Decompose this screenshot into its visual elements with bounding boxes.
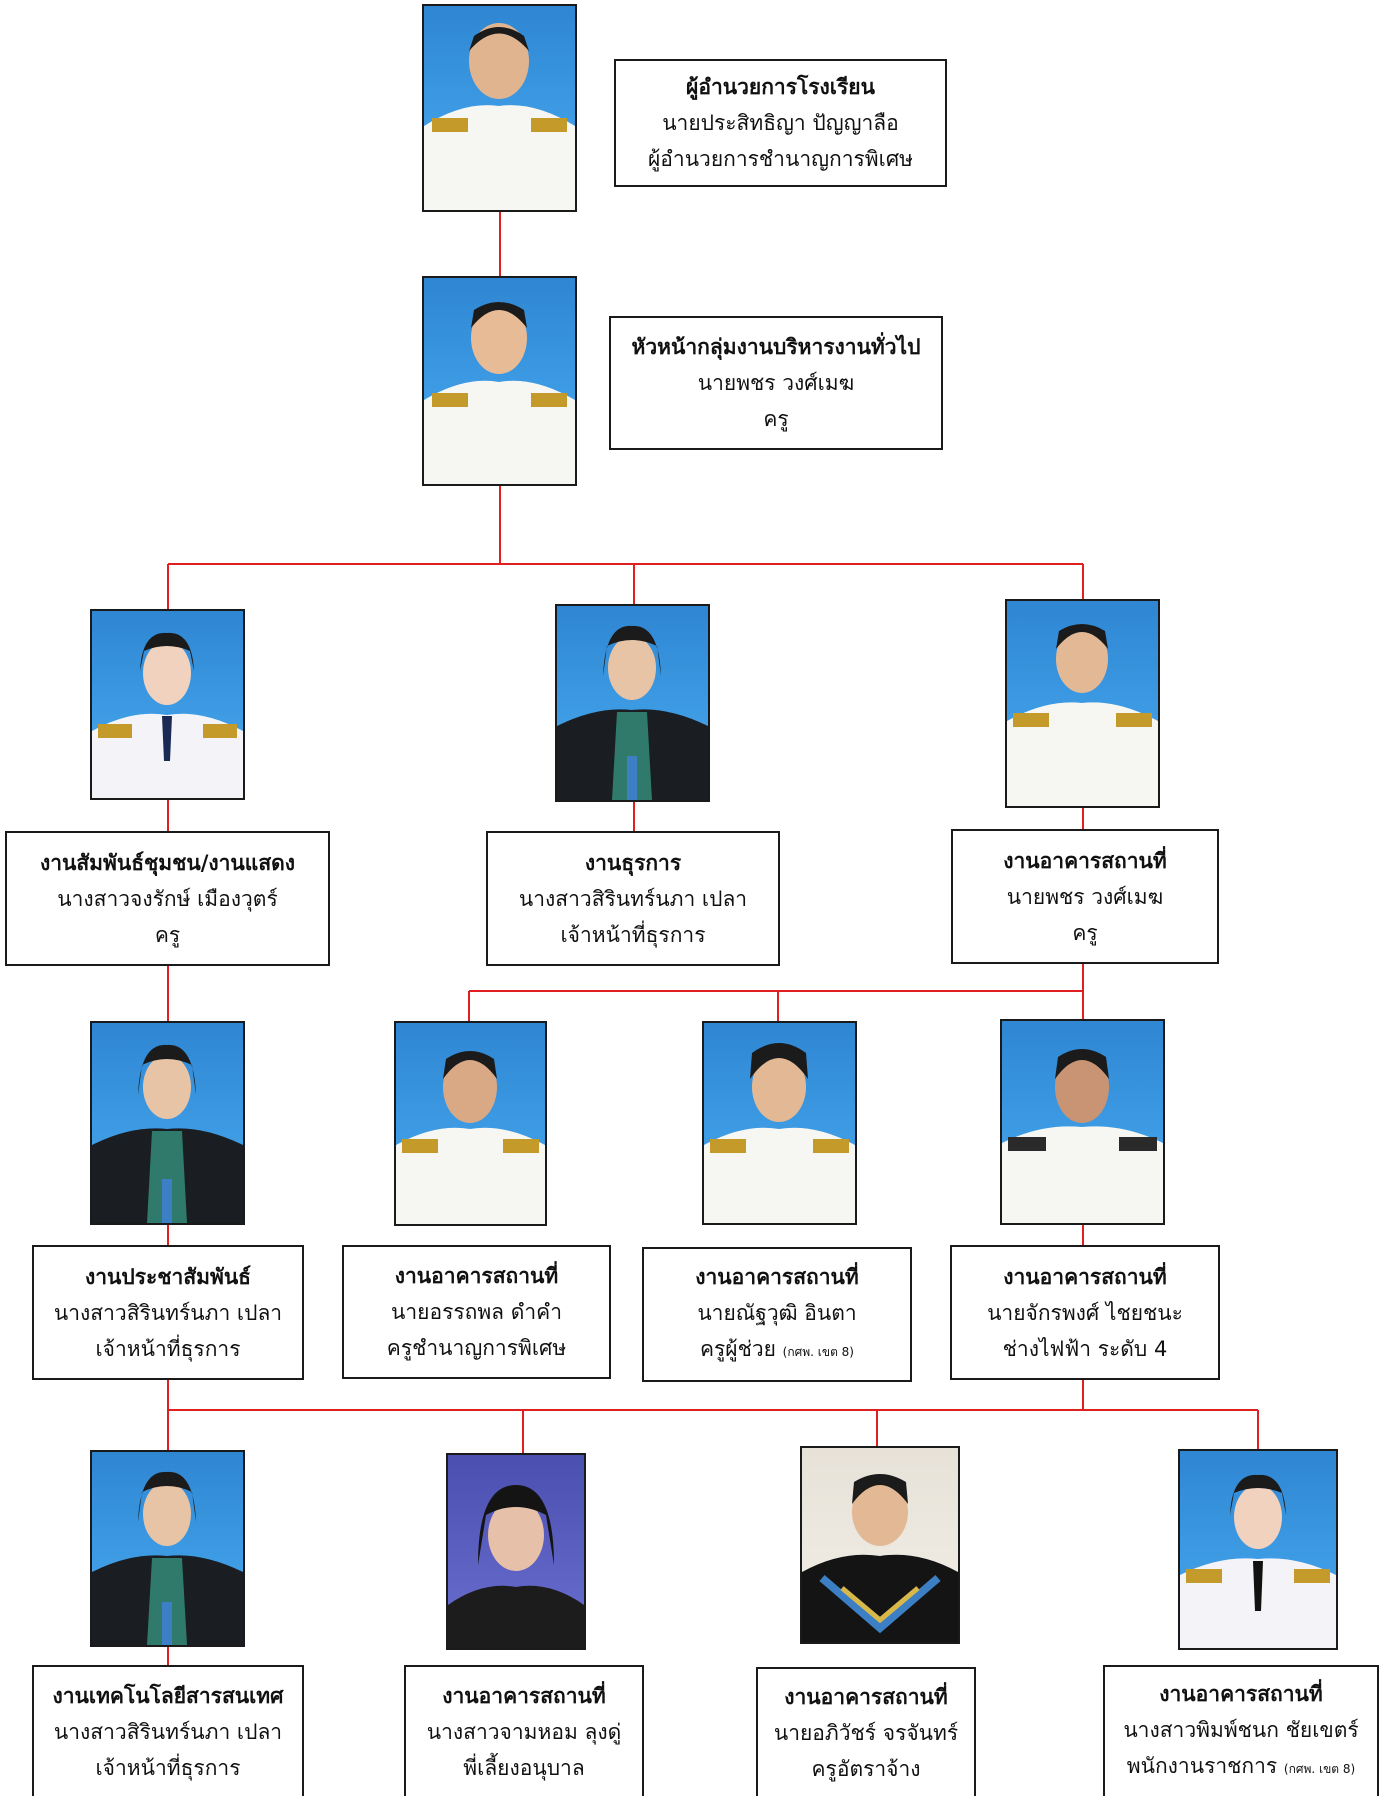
node-position: ครู	[154, 922, 181, 947]
node-position: ครูอัตราจ้าง	[811, 1756, 921, 1781]
node-business: งานธุรการ นางสาวสิรินทร์นภา เปลา เจ้าหน้…	[486, 831, 780, 966]
node-title: งานอาคารสถานที่	[1159, 1682, 1323, 1706]
node-position: ช่างไฟฟ้า ระดับ 4	[1002, 1336, 1168, 1361]
photo-building4	[1000, 1019, 1165, 1225]
photo-director	[422, 4, 577, 212]
node-building4: งานอาคารสถานที่ นายจักรพงศ์ ไชยชนะ ช่างไ…	[950, 1245, 1220, 1380]
node-title: งานธุรการ	[584, 850, 682, 875]
node-title: งานอาคารสถานที่	[394, 1264, 559, 1288]
photo-it	[90, 1450, 245, 1647]
node-title: งานอาคารสถานที่	[1003, 1264, 1167, 1289]
node-building3: งานอาคารสถานที่ นายณัฐวุฒิ อินตา ครูผู้ช…	[642, 1247, 912, 1382]
node-title: งานประชาสัมพันธ์	[84, 1264, 251, 1289]
node-community: งานสัมพันธ์ชุมชน/งานแสดง นางสาวจงรักษ์ เ…	[5, 831, 330, 966]
node-director: ผู้อำนวยการโรงเรียน นายประสิทธิญา ปัญญาล…	[614, 59, 947, 187]
node-position-row: ครูผู้ช่วย (กศพ. เขต 8)	[700, 1331, 854, 1370]
node-it: งานเทคโนโลยีสารสนเทศ นางสาวสิรินทร์นภา เ…	[32, 1665, 304, 1796]
node-position: เจ้าหน้าที่ธุรการ	[95, 1336, 241, 1361]
node-position: ผู้อำนวยการชำนาญการพิเศษ	[647, 147, 913, 171]
node-position: ครู	[763, 407, 789, 431]
node-title: งานอาคารสถานที่	[1003, 848, 1167, 873]
node-name: นางสาวสิรินทร์นภา เปลา	[518, 886, 748, 911]
photo-building	[1005, 599, 1160, 808]
node-name: นายพชร วงศ์เมฆ	[697, 371, 855, 395]
photo-pr	[90, 1021, 245, 1225]
node-title: งานอาคารสถานที่	[442, 1683, 606, 1708]
photo-business	[555, 604, 710, 802]
node-name: นายประสิทธิญา ปัญญาลือ	[662, 111, 899, 135]
node-position: ครูชำนาญการพิเศษ	[386, 1336, 567, 1360]
node-name: นางสาวสิรินทร์นภา เปลา	[53, 1300, 283, 1325]
node-position: เจ้าหน้าที่ธุรการ	[560, 922, 706, 947]
node-note: (กศพ. เขต 8)	[782, 1345, 854, 1359]
node-name: นายจักรพงศ์ ไชยชนะ	[987, 1300, 1183, 1325]
node-title: งานอาคารสถานที่	[695, 1265, 859, 1289]
node-position: พนักงานราชการ	[1126, 1754, 1278, 1778]
node-pr: งานประชาสัมพันธ์ นางสาวสิรินทร์นภา เปลา …	[32, 1245, 304, 1380]
node-title: หัวหน้ากลุ่มงานบริหารงานทั่วไป	[631, 335, 921, 359]
photo-building5	[446, 1453, 586, 1650]
node-name: นายณัฐวุฒิ อินตา	[697, 1301, 857, 1325]
photo-building7	[1178, 1449, 1338, 1650]
node-name: นางสาวจงรักษ์ เมืองวุตร์	[57, 886, 278, 911]
photo-building6	[800, 1446, 960, 1644]
node-position: พี่เลี้ยงอนุบาล	[463, 1755, 585, 1780]
photo-building3	[702, 1021, 857, 1225]
node-name: นายอรรถพล ดำคำ	[391, 1300, 562, 1324]
node-name: นางสาวจามหอม ลุงดู่	[426, 1719, 622, 1744]
node-name: นางสาวพิมพ์ชนก ชัยเขตร์	[1123, 1718, 1359, 1742]
node-name: นายพชร วงศ์เมฆ	[1006, 884, 1164, 909]
node-name: นางสาวสิรินทร์นภา เปลา	[53, 1719, 283, 1744]
photo-head	[422, 276, 577, 486]
node-building2: งานอาคารสถานที่ นายอรรถพล ดำคำ ครูชำนาญก…	[342, 1245, 611, 1379]
node-title: ผู้อำนวยการโรงเรียน	[686, 75, 875, 99]
node-position-row: พนักงานราชการ (กศพ. เขต 8)	[1127, 1748, 1355, 1787]
node-head: หัวหน้ากลุ่มงานบริหารงานทั่วไป นายพชร วง…	[609, 316, 943, 450]
node-title: งานเทคโนโลยีสารสนเทศ	[52, 1683, 284, 1708]
node-note: (กศพ. เขต 8)	[1283, 1762, 1356, 1776]
node-name: นายอภิวัชร์ จรจันทร์	[773, 1720, 959, 1745]
node-title: งานสัมพันธ์ชุมชน/งานแสดง	[39, 850, 296, 875]
node-building: งานอาคารสถานที่ นายพชร วงศ์เมฆ ครู	[951, 829, 1219, 964]
node-building7: งานอาคารสถานที่ นางสาวพิมพ์ชนก ชัยเขตร์ …	[1103, 1665, 1379, 1796]
photo-building2	[394, 1021, 547, 1226]
node-position: เจ้าหน้าที่ธุรการ	[95, 1755, 241, 1780]
node-building6: งานอาคารสถานที่ นายอภิวัชร์ จรจันทร์ ครู…	[756, 1667, 976, 1796]
node-position: ครูผู้ช่วย	[699, 1337, 776, 1361]
node-position: ครู	[1072, 920, 1098, 945]
photo-community	[90, 609, 245, 800]
node-title: งานอาคารสถานที่	[784, 1684, 948, 1709]
node-building5: งานอาคารสถานที่ นางสาวจามหอม ลุงดู่ พี่เ…	[404, 1665, 644, 1796]
